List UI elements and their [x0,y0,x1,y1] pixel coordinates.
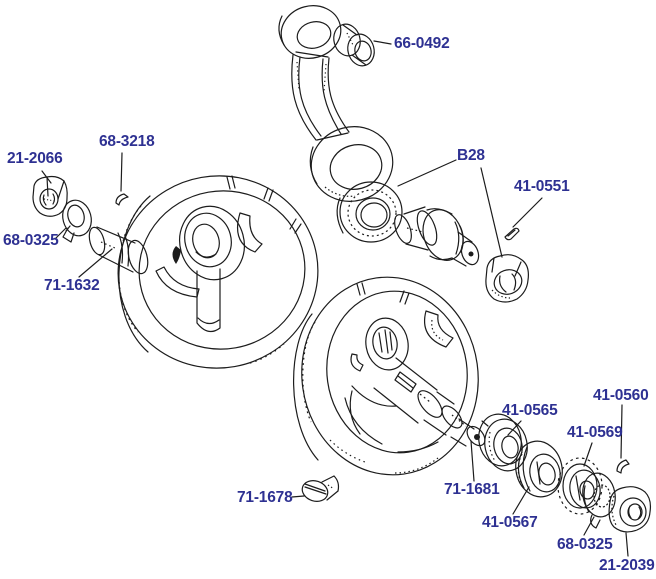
leader-41-0551 [512,197,543,228]
leader-B28-nut [480,167,503,258]
leader-41-0569 [583,442,593,467]
leader-41-0567 [512,486,530,515]
part-label-41-0567[interactable]: 41-0567 [482,514,538,531]
leader-21-2066 [41,170,52,184]
part-label-B28[interactable]: B28 [457,147,485,164]
left-mainshaft [88,226,149,275]
part-label-66-0492[interactable]: 66-0492 [394,35,450,52]
leader-68-0325-right [583,516,595,536]
leader-41-0565 [507,420,522,436]
right-flywheel [293,276,479,476]
part-label-71-1678[interactable]: 71-1678 [237,489,293,506]
tab-washer-left [62,199,92,243]
oil-pump-worm [515,440,563,498]
woodruff-key-left [115,193,129,206]
leader-B28-bearing [397,159,457,187]
oil-thrower-washer [478,413,528,472]
leader-lines [41,40,629,557]
part-label-41-0569[interactable]: 41-0569 [567,424,623,441]
part-label-71-1681[interactable]: 71-1681 [444,481,500,498]
crankpin [394,206,480,267]
leader-68-3218 [120,152,123,192]
part-label-71-1632[interactable]: 71-1632 [44,277,100,294]
part-label-41-0551[interactable]: 41-0551 [514,178,570,195]
part-label-21-2039[interactable]: 21-2039 [599,557,655,574]
leader-68-0325-left [54,227,67,240]
leader-41-0560 [620,404,623,459]
part-label-68-3218[interactable]: 68-3218 [99,133,155,150]
leader-71-1678 [291,495,305,498]
drive-pinion [557,457,603,515]
part-label-68-0325-right[interactable]: 68-0325 [557,536,613,553]
leader-66-0492 [373,40,392,45]
crankpin-nut-pin [504,227,520,241]
big-end-bearing [336,181,403,243]
leader-21-2039 [625,532,629,557]
connecting-rod [278,5,394,202]
crankpin-nut [485,254,529,303]
plug-screw [301,475,340,502]
small-end-bush [333,23,375,67]
leader-71-1681 [470,440,475,482]
nut-right [608,486,652,533]
leader-71-1632 [78,248,113,278]
woodruff-key-right [616,459,630,474]
right-mainshaft [373,357,486,447]
part-label-68-0325-left[interactable]: 68-0325 [3,232,59,249]
left-flywheel [117,175,319,369]
part-label-41-0565[interactable]: 41-0565 [502,402,558,419]
part-label-41-0560[interactable]: 41-0560 [593,387,649,404]
part-label-21-2066[interactable]: 21-2066 [7,150,63,167]
